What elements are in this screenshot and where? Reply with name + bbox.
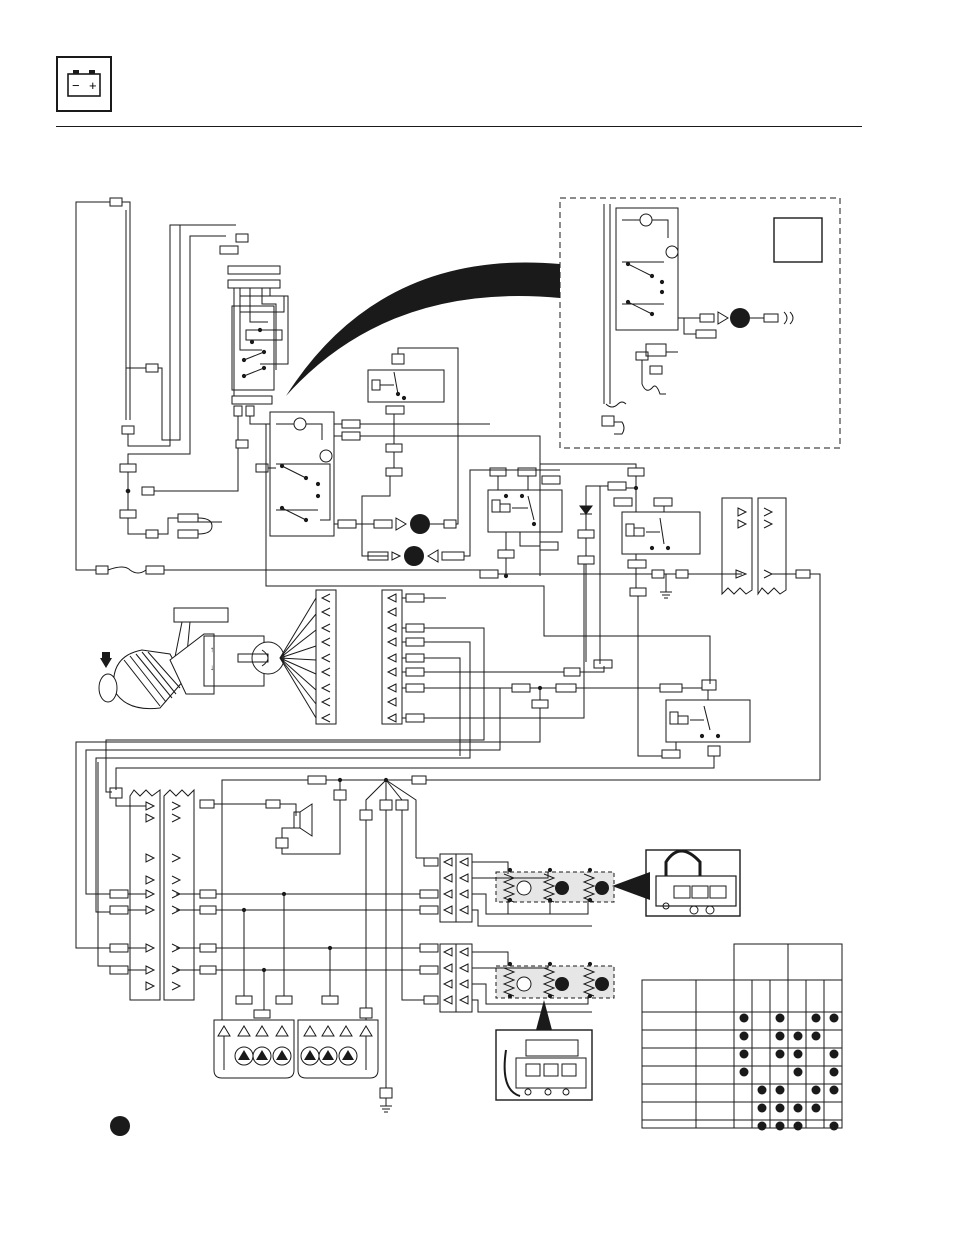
connector-pin-lower-left (146, 944, 154, 952)
table-dot (812, 1032, 821, 1041)
valve-pin-left (444, 996, 452, 1004)
valve-pin-left (444, 890, 452, 898)
table-dot (776, 1032, 785, 1041)
table-dot (830, 1086, 839, 1095)
joystick-callout-box (174, 608, 228, 622)
valve-feed-lines (176, 890, 420, 1018)
connector-pin-lower-left (146, 966, 154, 974)
table-dot (830, 1068, 839, 1077)
table-dot (758, 1104, 767, 1113)
connector-pin-right (388, 608, 396, 616)
valve-pin-right (460, 874, 468, 882)
connector-pin-lower-right (172, 982, 180, 990)
table-dot (776, 1104, 785, 1113)
connector-pin-left (322, 608, 330, 616)
connector-pin-right (388, 594, 396, 602)
table-dot (740, 1068, 749, 1077)
joystick-assembly: ↑ ↓ (99, 598, 316, 718)
connector-pin-right (388, 654, 396, 662)
connector-pin-lower-right (172, 854, 180, 862)
table-dot (812, 1104, 821, 1113)
connector-pin-right (388, 684, 396, 692)
solenoid-table (642, 944, 842, 1131)
table-dot (830, 1050, 839, 1059)
valve-pin-right (460, 948, 468, 956)
table-dot (794, 1050, 803, 1059)
light-cluster-left (214, 1020, 294, 1078)
main-switch-panel (256, 348, 560, 576)
valve-pin-right (460, 964, 468, 972)
connector-pin-right (388, 638, 396, 646)
table-dot (740, 1050, 749, 1059)
connector-strips-right (426, 498, 820, 780)
connector-pin-lower-left (146, 814, 154, 822)
ground-fanout (360, 778, 424, 1112)
connector-pin-lower-right (172, 876, 180, 884)
table-dot (776, 1050, 785, 1059)
connector-pin-left (322, 638, 330, 646)
table-dot (740, 1014, 749, 1023)
valve-pin-right (460, 858, 468, 866)
table-dot (812, 1086, 821, 1095)
optional-box (560, 198, 840, 448)
table-dot (758, 1122, 767, 1131)
table-dot (776, 1122, 785, 1131)
table-dot (776, 1086, 785, 1095)
table-dot (794, 1032, 803, 1041)
table-dot (740, 1032, 749, 1041)
valve-photo-upper (646, 850, 740, 916)
callout-sweep (286, 262, 560, 396)
connector-pin-left (322, 624, 330, 632)
connector-pin-right (388, 714, 396, 722)
connector-pin-lower-right (172, 814, 180, 822)
connector-pin-left (322, 654, 330, 662)
table-dot (776, 1014, 785, 1023)
relay-1 (368, 354, 444, 476)
table-dot (794, 1104, 803, 1113)
connector-pin-left (322, 594, 330, 602)
connector-pin-lower-left (146, 982, 154, 990)
table-dot (830, 1014, 839, 1023)
valve-pin-left (444, 858, 452, 866)
valve-pin-left (444, 964, 452, 972)
table-dot (830, 1122, 839, 1131)
connector-pin-right (388, 668, 396, 676)
connector-pin-lower-left (146, 876, 154, 884)
connector-pin-right (388, 624, 396, 632)
svg-text:↓: ↓ (210, 663, 214, 672)
connector-pin-left (322, 668, 330, 676)
valve-pin-left (444, 980, 452, 988)
connector-pin-lower-left (146, 906, 154, 914)
light-cluster-right (298, 1020, 378, 1078)
valve-pin-left (444, 874, 452, 882)
relay-4 (116, 680, 750, 790)
relay-2 (480, 468, 562, 578)
valve-photo-lower (496, 1030, 592, 1100)
valve-pin-right (460, 996, 468, 1004)
table-dot (758, 1086, 767, 1095)
table-dot (794, 1122, 803, 1131)
svg-text:↑: ↑ (210, 645, 214, 654)
valve-pin-left (444, 906, 452, 914)
connector-pin-left (322, 714, 330, 722)
connector-pin-lower-right (172, 802, 180, 810)
connector-pin-left (322, 684, 330, 692)
connector-pin-lower-left (146, 854, 154, 862)
ignition-switch (220, 234, 288, 440)
valve-pin-right (460, 980, 468, 988)
valve-pin-right (460, 890, 468, 898)
connector-pin-lower-left (146, 802, 154, 810)
valve-pin-left (444, 948, 452, 956)
valve-bank-upper (420, 854, 650, 926)
table-dot (812, 1014, 821, 1023)
connector-pin-right (388, 698, 396, 706)
valve-pin-right (460, 906, 468, 914)
legend-dot (110, 1116, 130, 1136)
table-dot (794, 1068, 803, 1077)
connector-pin-left (322, 698, 330, 706)
connector-pin-lower-left (146, 890, 154, 898)
